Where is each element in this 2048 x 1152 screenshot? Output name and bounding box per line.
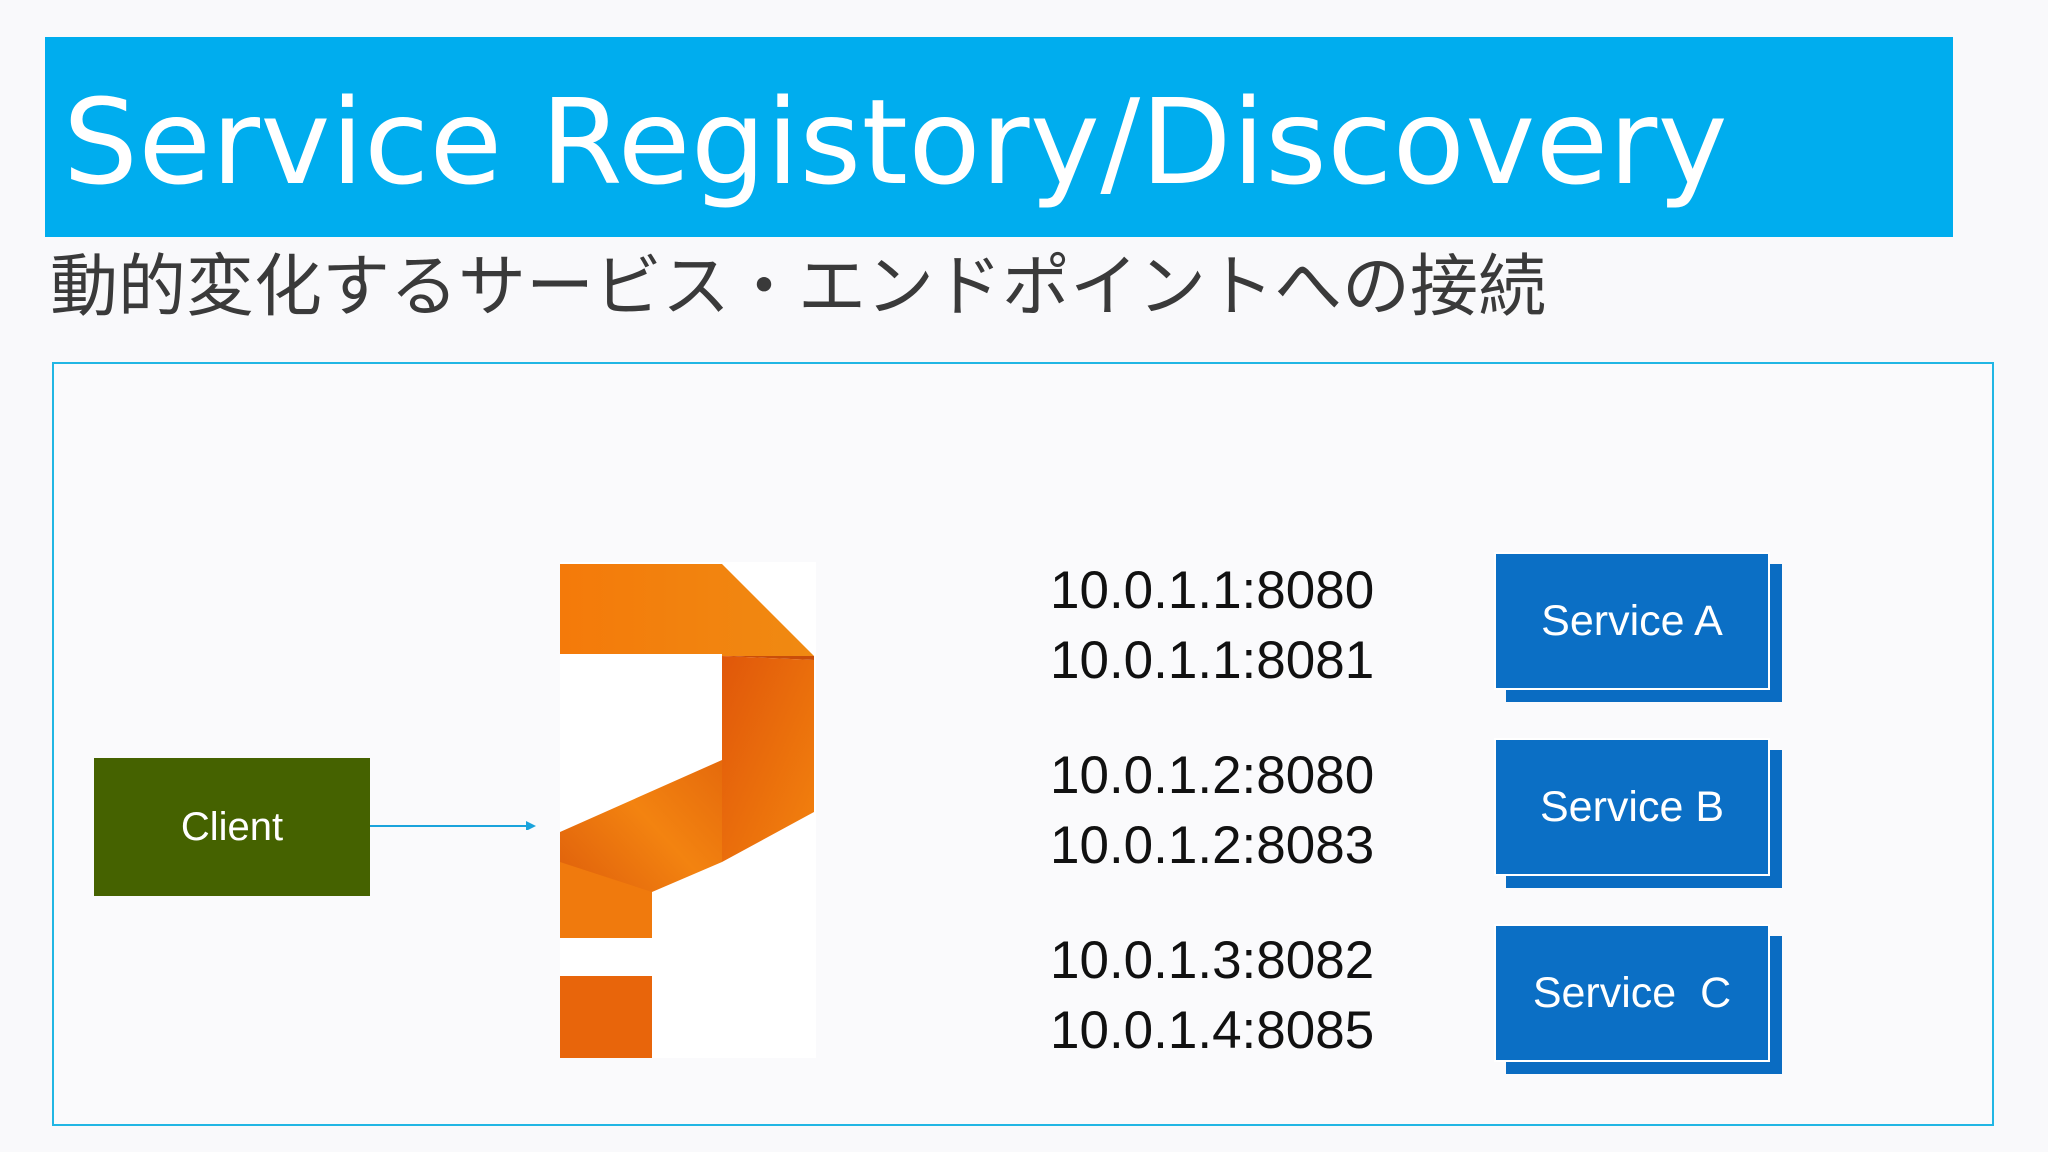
endpoint-group-c: 10.0.1.3:8082 10.0.1.4:8085	[1050, 926, 1374, 1066]
client-node: Client	[94, 758, 370, 896]
endpoint-address: 10.0.1.2:8080	[1050, 746, 1375, 805]
page-title: Service Registory/Discovery	[63, 73, 1729, 211]
endpoint-address: 10.0.1.3:8082	[1050, 931, 1375, 990]
client-arrow	[370, 821, 536, 830]
question-mark-icon	[560, 562, 816, 1058]
service-c-label: Service C	[1494, 924, 1770, 1062]
service-c-node: Service C	[1494, 924, 1782, 1074]
endpoint-group-b: 10.0.1.2:8080 10.0.1.2:8083	[1050, 741, 1374, 881]
endpoint-address: 10.0.1.2:8083	[1050, 816, 1375, 875]
page-subtitle: 動的変化するサービス・エンドポイントへの接続	[50, 248, 1547, 327]
service-b-label: Service B	[1494, 738, 1770, 876]
service-b-node: Service B	[1494, 738, 1782, 888]
endpoint-address: 10.0.1.1:8081	[1050, 631, 1375, 690]
endpoint-list: 10.0.1.1:8080 10.0.1.1:8081 10.0.1.2:808…	[1050, 556, 1374, 1111]
client-label: Client	[180, 804, 284, 849]
endpoint-address: 10.0.1.4:8085	[1050, 1001, 1375, 1060]
service-a-label: Service A	[1494, 552, 1770, 690]
service-a-node: Service A	[1494, 552, 1782, 702]
endpoint-group-a: 10.0.1.1:8080 10.0.1.1:8081	[1050, 556, 1374, 696]
endpoint-address: 10.0.1.1:8080	[1050, 561, 1375, 620]
title-banner: Service Registory/Discovery	[45, 37, 1953, 237]
